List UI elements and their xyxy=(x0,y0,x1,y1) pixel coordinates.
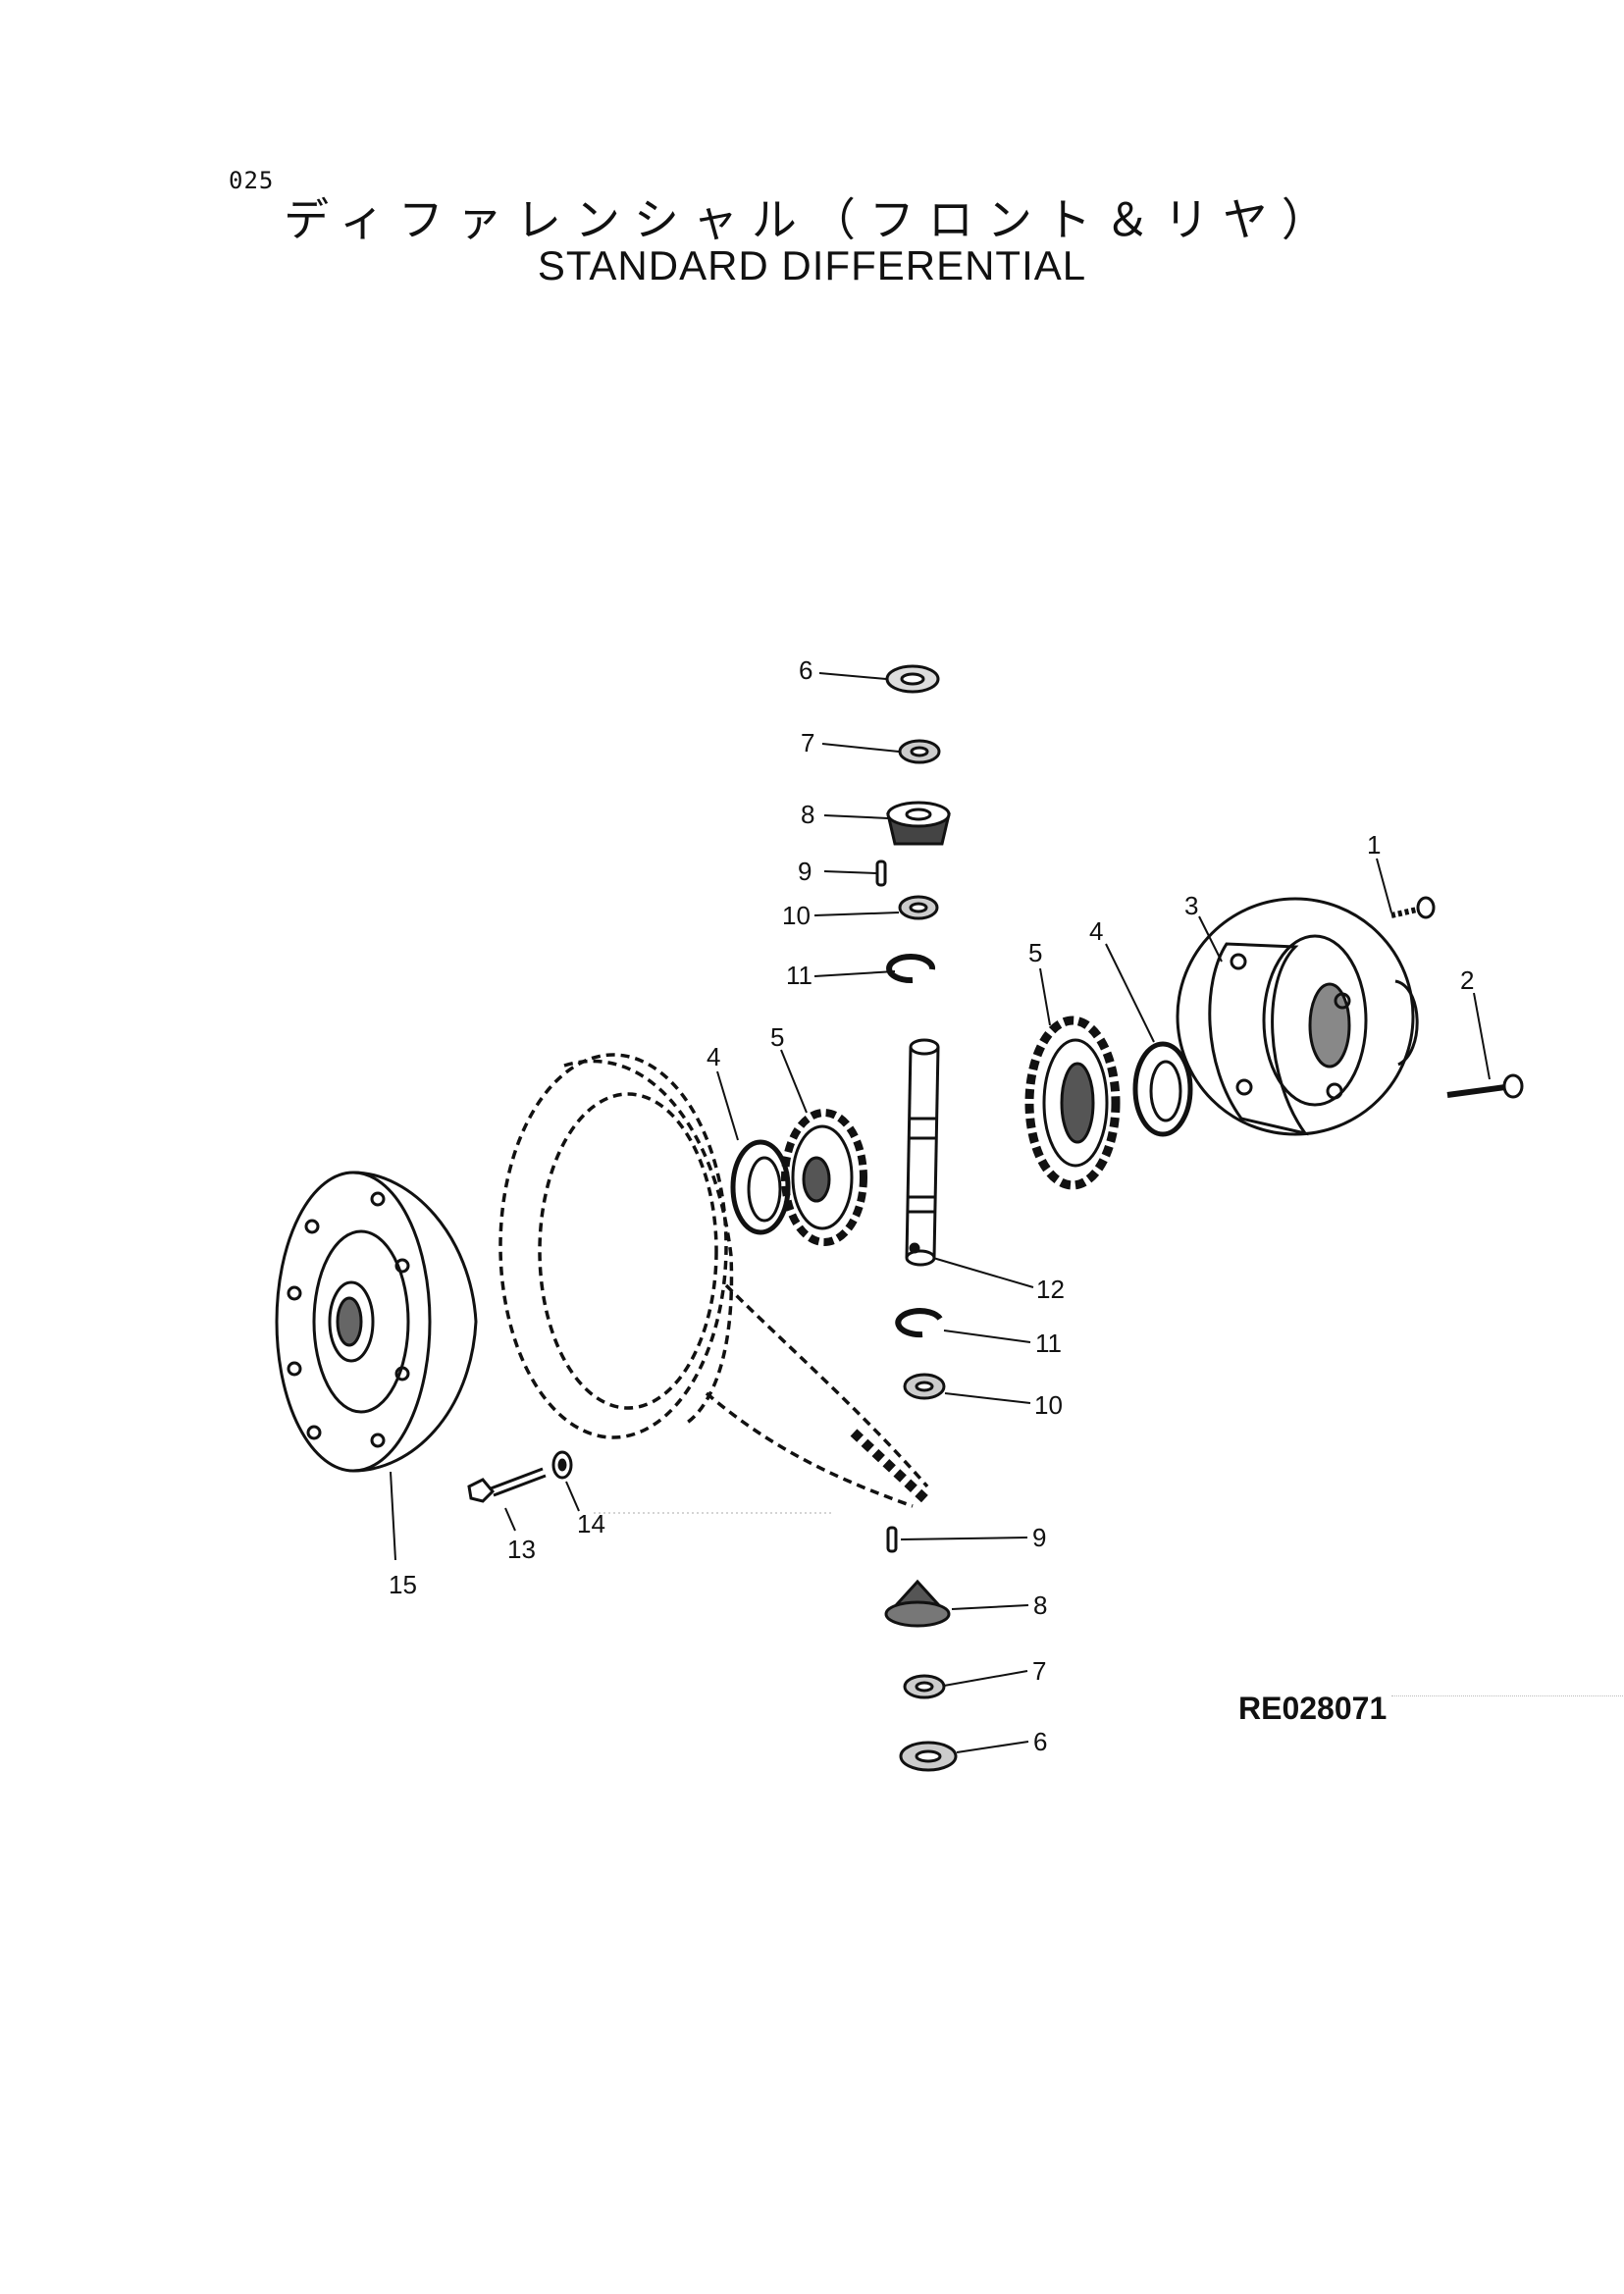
callout-14: 14 xyxy=(577,1509,605,1538)
reference-dotted-rule xyxy=(1391,1695,1623,1696)
callout-5-left: 5 xyxy=(770,1022,784,1052)
title-japanese: ディファレンシャル（フロント＆リヤ） xyxy=(284,193,1340,246)
callout-1: 1 xyxy=(1367,830,1381,860)
part-6-bottom-thrust-washer xyxy=(899,1741,958,1772)
callout-10-bottom: 10 xyxy=(1034,1390,1063,1420)
leader-lines xyxy=(390,672,1491,1753)
callout-2: 2 xyxy=(1460,965,1474,995)
part-12-cross-shaft xyxy=(905,1038,940,1267)
part-4-left-thrust-washer xyxy=(730,1139,791,1235)
part-7-bottom-washer xyxy=(903,1674,946,1699)
callout-10-top: 10 xyxy=(782,901,811,930)
part-14-washer xyxy=(551,1450,573,1480)
part-5-right-side-gear xyxy=(1024,1016,1121,1190)
part-3-differential-case-half xyxy=(1176,897,1419,1136)
callout-3: 3 xyxy=(1184,891,1198,920)
callout-11-top: 11 xyxy=(786,961,812,990)
part-9-bottom-pin xyxy=(886,1526,898,1553)
part-10-bottom-washer xyxy=(903,1373,946,1400)
part-11-bottom-snap-ring xyxy=(895,1308,943,1338)
part-1-case-bolt xyxy=(1390,896,1436,919)
part-6-top-thrust-washer xyxy=(885,664,940,694)
part-15-differential-case xyxy=(275,1171,478,1473)
part-9-top-pin xyxy=(875,860,887,887)
callout-9-bottom: 9 xyxy=(1032,1523,1046,1552)
callout-7-bottom: 7 xyxy=(1032,1656,1046,1686)
callout-8-bottom: 8 xyxy=(1033,1590,1047,1620)
callout-4-right: 4 xyxy=(1089,916,1103,946)
callout-labels: 6 7 8 9 10 11 1 2 3 4 5 4 5 12 11 10 9 8… xyxy=(389,655,1474,1756)
part-8-top-pinion-gear xyxy=(886,801,951,846)
part-11-top-snap-ring xyxy=(886,954,936,984)
callout-11-bottom: 11 xyxy=(1035,1329,1062,1358)
callout-4-left: 4 xyxy=(707,1042,720,1071)
callout-9-top: 9 xyxy=(798,857,812,886)
callout-7-top: 7 xyxy=(801,728,814,757)
callout-6-top: 6 xyxy=(799,655,812,685)
part-7-top-washer xyxy=(898,739,941,764)
callout-12: 12 xyxy=(1036,1275,1065,1304)
callout-5-right: 5 xyxy=(1028,938,1042,967)
title-english: STANDARD DIFFERENTIAL xyxy=(537,242,1087,288)
part-4-right-thrust-washer xyxy=(1132,1041,1193,1137)
part-2-case-bolt xyxy=(1446,1073,1524,1099)
part-13-bolt xyxy=(467,1467,547,1503)
callout-13: 13 xyxy=(507,1535,536,1564)
part-10-top-washer xyxy=(898,895,939,920)
ring-gear-and-pinion-reference xyxy=(498,1053,931,1508)
page-number: 025 xyxy=(229,167,275,194)
part-8-bottom-pinion-gear xyxy=(884,1579,951,1628)
callout-15: 15 xyxy=(389,1570,417,1599)
part-5-left-side-gear xyxy=(781,1109,867,1246)
callout-6-bottom: 6 xyxy=(1033,1727,1047,1756)
callout-8-top: 8 xyxy=(801,800,814,829)
drawing-reference-code: RE028071 xyxy=(1238,1691,1388,1726)
